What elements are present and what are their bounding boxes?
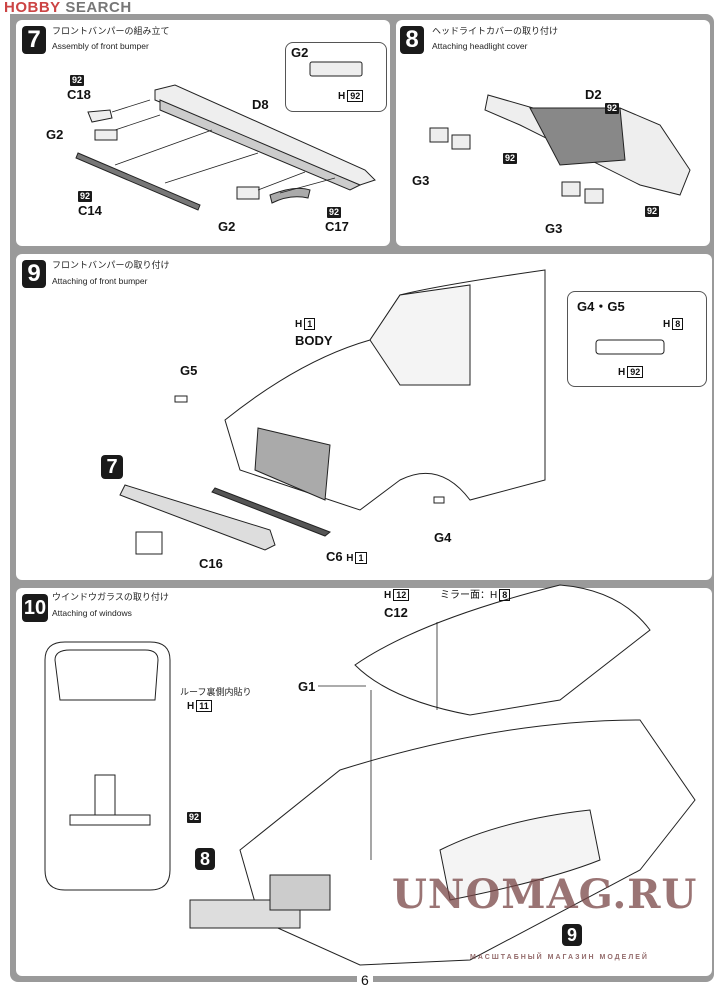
- step-number: 8: [400, 26, 424, 54]
- step-title-en: Attaching of windows: [52, 608, 132, 618]
- step-number: 7: [22, 26, 46, 54]
- part-label-d2: D2: [585, 87, 602, 102]
- paint-code-badge: 92: [187, 812, 202, 823]
- paint-code-badge: 92: [645, 206, 660, 217]
- hobby-search-logo: HOBBY SEARCH: [4, 0, 132, 16]
- step-title-jp: ウインドウガラスの取り付け: [52, 592, 169, 602]
- part-label-c12: C12: [384, 605, 408, 620]
- part-label-d8: D8: [252, 97, 269, 112]
- paint-code-badge: 92: [70, 75, 85, 86]
- part-label-g5: G5: [180, 363, 198, 378]
- part-label-g2: G2: [46, 127, 64, 142]
- roof-lining-label: ルーフ裏側内貼り: [180, 687, 252, 697]
- step-number: 10: [22, 594, 48, 622]
- step-title-en: Attaching headlight cover: [432, 41, 528, 51]
- page-number: 6: [357, 972, 373, 988]
- step-number: 9: [22, 260, 46, 288]
- g2-detail-inset: [285, 42, 387, 112]
- watermark: UNOMAG.RU: [392, 871, 698, 918]
- g4-g5-detail-inset: [567, 291, 707, 387]
- part-label-g2: G2: [218, 219, 236, 234]
- part-label-g3: G3: [545, 221, 563, 236]
- paint-code-badge: 92: [503, 153, 518, 164]
- step-title-en: Attaching of front bumper: [52, 276, 148, 286]
- step-title-en: Assembly of front bumper: [52, 41, 149, 51]
- part-label-c18: C18: [67, 87, 91, 102]
- inset-title: G4・G5: [577, 299, 625, 314]
- part-label-g1: G1: [298, 679, 316, 694]
- paint-code-badge: 92: [78, 191, 93, 202]
- part-label-c17: C17: [325, 219, 349, 234]
- part-label-g4: G4: [434, 530, 452, 545]
- step-title-jp: ヘッドライトカバーの取り付け: [432, 26, 559, 36]
- part-label-c14: C14: [78, 203, 102, 218]
- step-reference-8: 8: [195, 848, 215, 870]
- watermark-subtitle: МАСШТАБНЫЙ МАГАЗИН МОДЕЛЕЙ: [470, 954, 649, 961]
- part-label-body: BODY: [295, 333, 333, 348]
- paint-code-badge: 92: [327, 207, 342, 218]
- paint-code-badge: 92: [605, 103, 620, 114]
- step-title-jp: フロントバンパーの組み立て: [52, 26, 170, 36]
- part-label-c16: C16: [199, 556, 223, 571]
- part-label-g3: G3: [412, 173, 430, 188]
- inset-title: G2: [291, 45, 309, 60]
- step-reference-9: 9: [562, 924, 582, 946]
- step-reference-7: 7: [101, 455, 123, 479]
- step-title-jp: フロントバンパーの取り付け: [52, 260, 170, 270]
